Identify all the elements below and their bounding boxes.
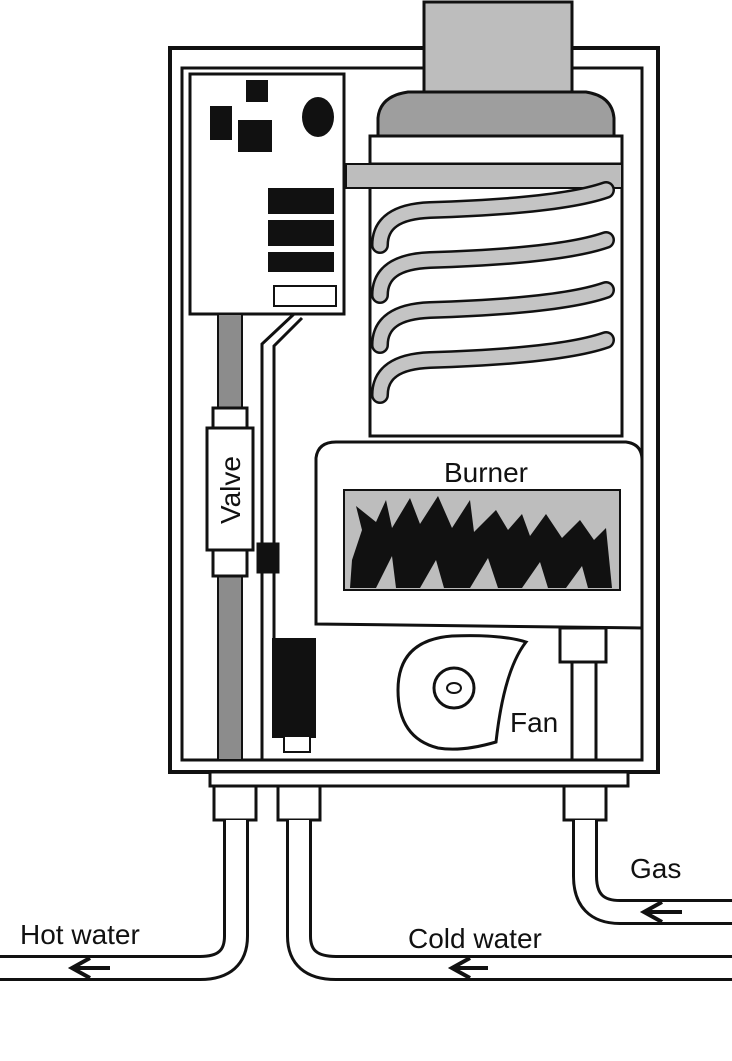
flow-sensor <box>272 638 316 753</box>
heat-exchanger <box>345 162 624 438</box>
sensor-wire <box>256 312 304 760</box>
flue-exhaust <box>368 0 624 166</box>
gas-arrow-icon <box>639 900 682 924</box>
control-board <box>188 72 346 316</box>
flame-icon <box>350 496 612 588</box>
burner: Burner <box>314 440 644 630</box>
cold-water-label: Cold water <box>408 923 542 954</box>
cold-water-pipe <box>286 820 732 981</box>
fan-label: Fan <box>510 707 558 738</box>
gas-label: Gas <box>630 853 681 884</box>
pipe-fittings <box>212 784 608 822</box>
base-plate <box>208 770 630 788</box>
gas-pipe <box>572 820 732 925</box>
fan: Fan <box>396 634 558 751</box>
gas-line-internal <box>558 626 608 762</box>
valve-label: Valve <box>215 456 246 524</box>
hot-water-label: Hot water <box>20 919 140 950</box>
hot-water-arrow-icon <box>67 956 110 980</box>
burner-label: Burner <box>444 457 528 488</box>
hot-water-pipe <box>0 820 249 981</box>
cold-water-arrow-icon <box>447 956 488 980</box>
valve: Valve <box>205 406 255 578</box>
